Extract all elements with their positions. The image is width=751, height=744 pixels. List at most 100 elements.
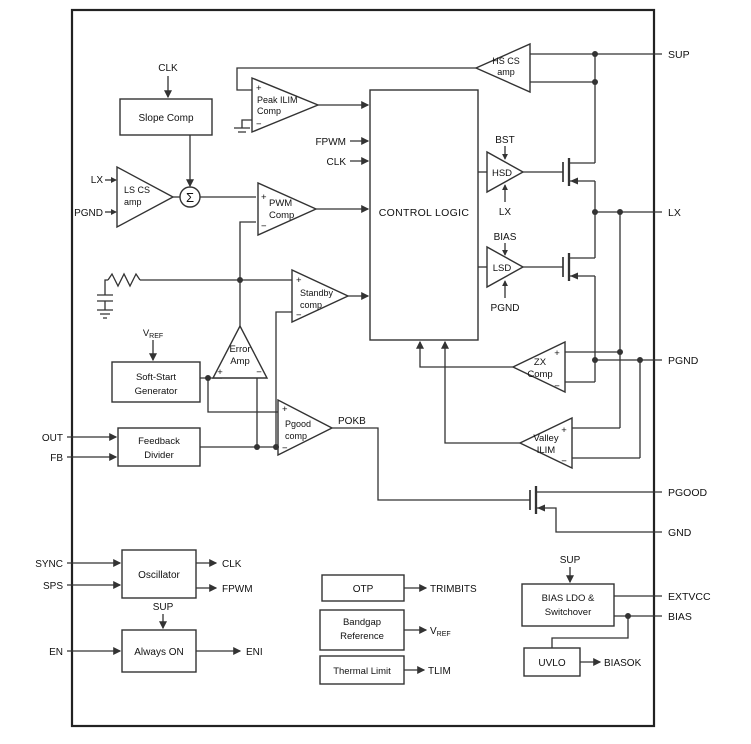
vref-sub: REF — [149, 333, 163, 340]
zx-label-2: Comp — [527, 369, 552, 380]
pin-label-gnd: GND — [668, 527, 692, 539]
wires — [67, 53, 662, 674]
error-amp-label-1: Error — [229, 344, 250, 355]
valley-label-2: ILIM — [537, 445, 556, 456]
pin-label-extvcc: EXTVCC — [668, 591, 711, 603]
mosfet-body-arrow — [570, 272, 578, 280]
hsd-driver — [486, 150, 525, 194]
pgnd-input-label: PGND — [74, 208, 103, 219]
mosfet-body-arrow — [537, 504, 545, 512]
standby-comparator — [291, 268, 350, 324]
peak-ilim-minus: − — [256, 119, 262, 130]
fb-pin-label: FB — [50, 453, 63, 464]
zx-label-1: ZX — [534, 357, 547, 368]
pgood-comparator — [277, 398, 334, 457]
lx-hsd-label: LX — [499, 207, 512, 218]
summing-node — [179, 186, 201, 208]
pgood-label-1: Pgood — [285, 419, 311, 429]
sigma-symbol: Σ — [186, 190, 194, 205]
vref-out-sub: REF — [437, 631, 451, 638]
hs-cs-label-1: HS CS — [492, 56, 520, 66]
ls-cs-amp — [116, 165, 175, 229]
hs-cs-label-2: amp — [497, 67, 515, 77]
chip-boundary — [70, 8, 656, 728]
error-amp — [211, 324, 269, 379]
feedback-label-1: Feedback — [138, 436, 180, 447]
sps-pin-label: SPS — [43, 581, 63, 592]
pgood-label-2: comp — [285, 431, 307, 441]
bias-lsd-label: BIAS — [494, 232, 517, 243]
junction-dots — [205, 51, 643, 619]
zx-plus: + — [554, 348, 560, 359]
bias-ldo-label-2: Switchover — [545, 607, 591, 618]
valley-minus: − — [561, 456, 567, 467]
fpwm-out-label: FPWM — [222, 584, 253, 595]
valley-plus: + — [561, 425, 567, 436]
always-on-label: Always ON — [134, 647, 183, 658]
control-logic-block — [369, 89, 479, 341]
lsd-driver — [486, 245, 525, 289]
amplifiers — [116, 42, 573, 470]
standby-label-1: Standby — [300, 288, 334, 298]
bandgap-block — [319, 609, 405, 651]
pin-label-pgnd: PGND — [668, 355, 699, 367]
hsd-label: HSD — [492, 168, 512, 179]
uvlo-label: UVLO — [538, 658, 565, 669]
always-on-block — [121, 629, 197, 673]
hs-mosfet — [562, 158, 595, 186]
mosfet-body-arrow — [570, 177, 578, 185]
out-pin-label: OUT — [42, 433, 63, 444]
chip-border-rect — [70, 8, 656, 728]
pin-label-bias: BIAS — [668, 611, 692, 623]
pgood-minus: − — [282, 443, 288, 454]
vref-out-v: V — [430, 626, 437, 637]
pin-label-lx: LX — [668, 207, 681, 219]
fpwm-input-label: FPWM — [315, 137, 346, 148]
standby-plus: + — [296, 275, 302, 286]
sup-bias-label: SUP — [560, 555, 581, 566]
error-amp-plus: + — [217, 367, 223, 378]
trimbits-label: TRIMBITS — [430, 584, 477, 595]
pin-label-sup: SUP — [668, 49, 690, 61]
sync-pin-label: SYNC — [35, 559, 63, 570]
zx-comparator — [511, 340, 566, 394]
thermal-limit-block — [319, 655, 405, 685]
pokb-label: POKB — [338, 416, 366, 427]
lx-input-label: LX — [91, 175, 104, 186]
peak-ilim-comparator — [251, 76, 320, 134]
eni-label: ENI — [246, 647, 263, 658]
blocks — [111, 89, 615, 685]
hs-cs-amp — [474, 42, 531, 94]
pgood-plus: + — [282, 404, 288, 415]
sup-osc-label: SUP — [153, 602, 174, 613]
valley-label-1: Valley — [533, 433, 558, 444]
clk-out-label: CLK — [222, 559, 242, 570]
control-logic-label: CONTROL LOGIC — [379, 207, 470, 219]
uvlo-block — [523, 647, 581, 677]
biasok-label: BIASOK — [604, 658, 642, 669]
soft-start-label-2: Generator — [135, 386, 178, 397]
bst-label: BST — [495, 135, 514, 146]
pgnd-lsd-label: PGND — [491, 303, 520, 314]
ls-mosfet — [562, 253, 595, 281]
slope-comp-label: Slope Comp — [138, 113, 193, 124]
oscillator-block — [121, 549, 197, 599]
vref-v: V — [143, 328, 150, 339]
otp-label: OTP — [353, 584, 374, 595]
thermal-limit-label: Thermal Limit — [333, 666, 391, 677]
standby-label-2: comp — [300, 300, 322, 310]
bandgap-label-2: Reference — [340, 631, 384, 642]
pin-label-pgood: PGOOD — [668, 487, 708, 499]
soft-start-label-1: Soft-Start — [136, 372, 176, 383]
error-amp-label-2: Amp — [230, 356, 250, 367]
vref-out-label: VREF — [430, 626, 451, 638]
ls-cs-label-2: amp — [124, 197, 142, 207]
bandgap-label-1: Bandgap — [343, 617, 381, 628]
standby-minus: − — [296, 310, 302, 321]
ls-cs-label-1: LS CS — [124, 185, 150, 195]
en-pin-label: EN — [49, 647, 63, 658]
feedback-label-2: Divider — [144, 450, 174, 461]
feedback-divider-block — [117, 427, 201, 467]
error-amp-minus: − — [256, 367, 262, 378]
